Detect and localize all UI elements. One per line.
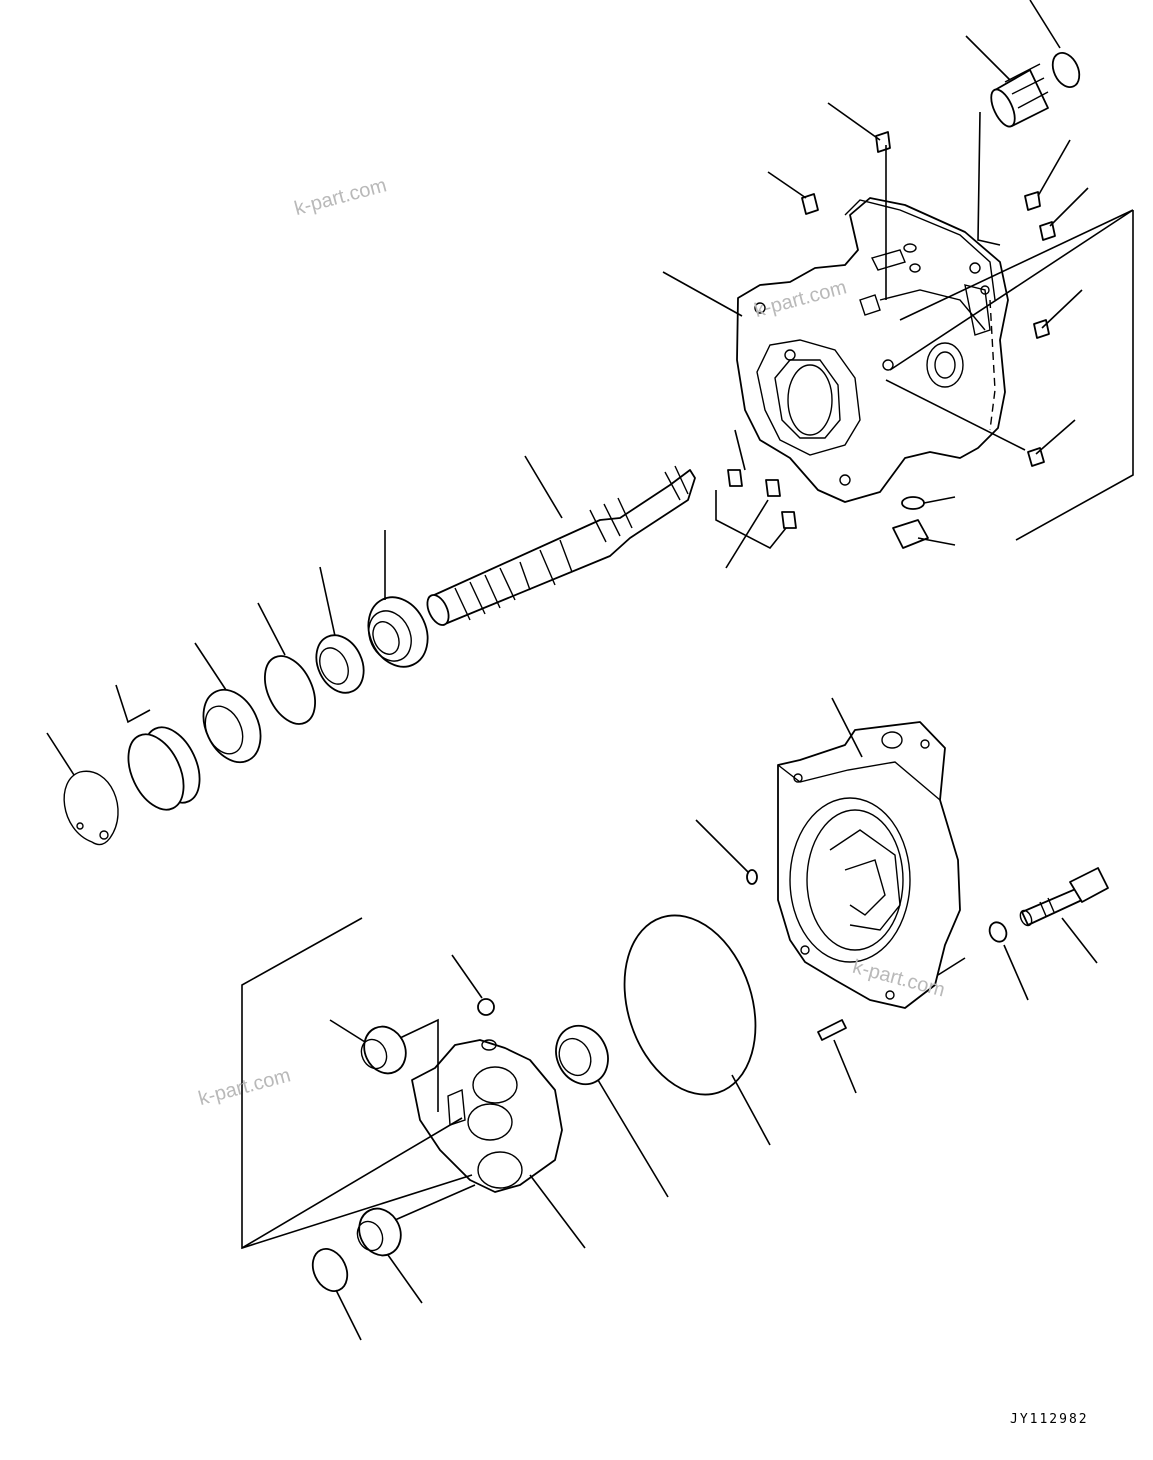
mounting-bolt (1019, 867, 1109, 927)
snap-ring-top (1051, 52, 1081, 88)
leader-spool-lower (387, 1254, 423, 1304)
leader-dowel (833, 1039, 857, 1094)
leader-snap-rings (115, 684, 151, 724)
leader-gasket (731, 1074, 771, 1146)
leader-valve-block (529, 1174, 586, 1249)
thrust-washer (311, 1248, 349, 1292)
spool-upper (360, 1025, 407, 1075)
leader-bolt (1061, 917, 1098, 964)
bushing-sleeve (990, 63, 1049, 128)
leader-spool-upper (329, 1019, 366, 1043)
drain-plug (892, 519, 929, 549)
o-ring-large (264, 655, 316, 725)
circlip (63, 770, 119, 846)
o-ring-small (901, 496, 925, 510)
leader-seal-retainer (194, 642, 227, 691)
end-cap-housing (777, 721, 961, 1009)
pin-small (746, 869, 758, 885)
pump-case (736, 197, 1009, 503)
plug-fittings (727, 131, 1056, 529)
gasket-o-ring (623, 914, 757, 1096)
drive-shaft (426, 465, 696, 626)
ball-bearing (367, 596, 429, 668)
leader-washer (1003, 944, 1029, 1001)
leader-end-cap (831, 697, 863, 758)
seal-retainer (202, 688, 262, 764)
oil-seal (315, 634, 365, 694)
leader-lines-upper (662, 0, 1134, 569)
leader-o-ring (257, 602, 286, 656)
washer (988, 921, 1008, 943)
dowel-pin (817, 1019, 847, 1041)
leader-shaft (524, 455, 563, 519)
steel-ball (477, 998, 495, 1016)
leader-thrust-washer (335, 1289, 362, 1341)
leader-ball (451, 954, 483, 999)
valve-block (411, 1039, 563, 1193)
snap-ring-pair (127, 726, 201, 811)
drawing-reference-number: JY112982 (1010, 1412, 1089, 1427)
leader-circlip (46, 732, 75, 776)
leader-lines-lower (241, 917, 966, 1250)
spool-lower (356, 1207, 402, 1257)
leader-oil-seal (319, 566, 336, 637)
bearing-lower (555, 1024, 609, 1086)
leader-pin (695, 819, 749, 873)
leader-bearing-lower (597, 1079, 669, 1198)
